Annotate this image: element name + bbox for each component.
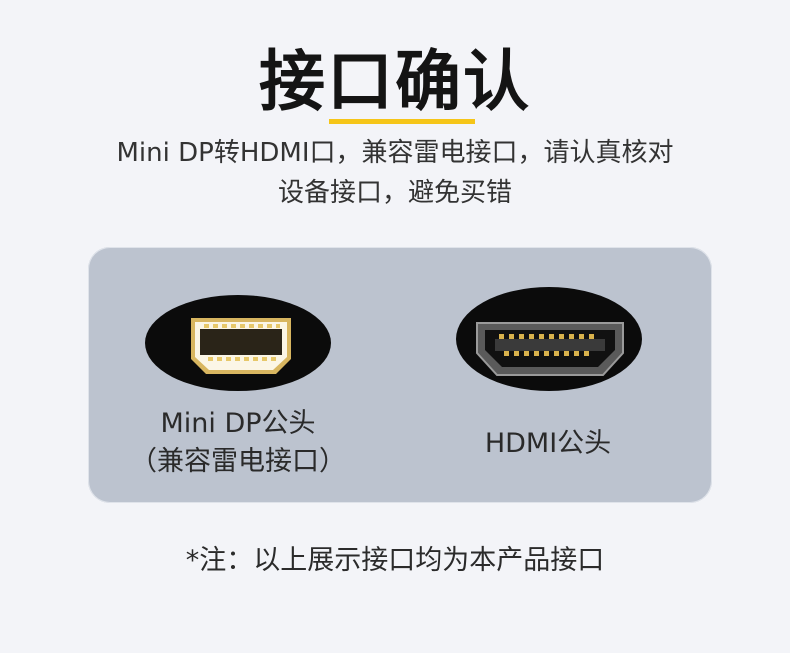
footnote: *注：以上展示接口均为本产品接口 — [185, 545, 605, 576]
mini-dp-name: Mini DP公头 — [160, 408, 316, 439]
title-underline — [329, 119, 475, 124]
hdmi-connector-icon — [476, 322, 624, 376]
hdmi-label: HDMI公头 — [428, 425, 668, 463]
hdmi-name: HDMI公头 — [484, 428, 612, 459]
subtitle-line-2: 设备接口，避免买错 — [277, 178, 512, 208]
subtitle-line-1: Mini DP转HDMI口，兼容雷电接口，请认真核对 — [116, 138, 674, 168]
connector-panel: Mini DP公头 （兼容雷电接口） HDMI公头 — [88, 247, 712, 503]
mini-dp-label: Mini DP公头 （兼容雷电接口） — [118, 405, 358, 481]
mini-dp-connector-icon — [191, 318, 291, 374]
page-title: 接口确认 — [259, 43, 531, 120]
mini-dp-compat: （兼容雷电接口） — [130, 446, 346, 477]
subtitle: Mini DP转HDMI口，兼容雷电接口，请认真核对 设备接口，避免买错 — [40, 133, 750, 213]
